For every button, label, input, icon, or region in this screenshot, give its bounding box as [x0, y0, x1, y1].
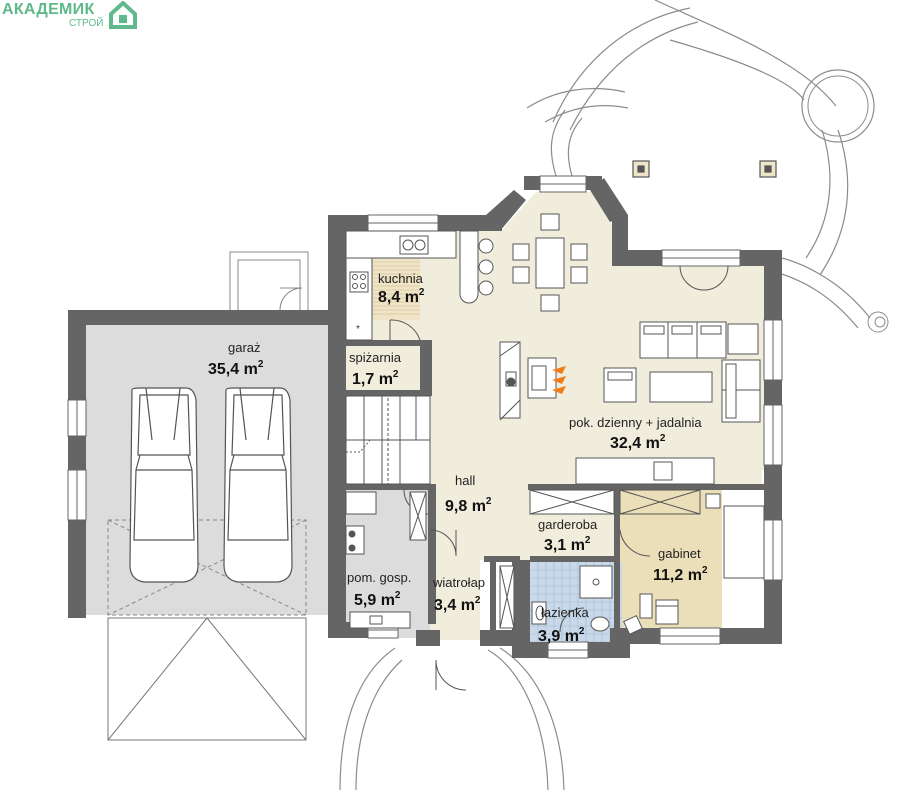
room-area-wiatrolap: 3,4 m2 — [434, 595, 481, 614]
area-sup: 2 — [660, 433, 666, 444]
door-swings — [389, 319, 651, 691]
room-area-pokoj: 32,4 m2 — [610, 433, 666, 452]
utility-fixtures — [345, 491, 411, 629]
terrace-circle — [801, 69, 889, 333]
area-value: 5,9 m — [354, 592, 395, 609]
room-name-hall: hall — [455, 473, 475, 488]
living-floor — [346, 192, 768, 640]
room-area-gabinet: 11,2 m2 — [653, 565, 708, 584]
area-sup: 2 — [475, 595, 481, 606]
area-sup: 2 — [579, 626, 585, 637]
dining-set — [512, 213, 588, 312]
logo: АКАДЕМИК СТРОЙ — [0, 0, 150, 34]
room-area-kuchnia: 8,4 m2 — [378, 287, 425, 306]
area-value: 3,1 m — [544, 537, 585, 554]
gabinet-furniture — [623, 493, 765, 635]
room-area-pom-gosp: 5,9 m2 — [354, 590, 401, 609]
side-porch — [229, 251, 309, 311]
car-left — [129, 387, 199, 583]
garage-driveway — [107, 617, 307, 741]
room-area-garderoba: 3,1 m2 — [544, 535, 591, 554]
room-labels: garaż 35,4 m2 kuchnia 8,4 m2 spiżarnia 1… — [208, 271, 708, 645]
house-logo-icon — [109, 1, 137, 29]
bathroom-fixtures — [531, 565, 613, 632]
svg-text:*: * — [356, 324, 360, 335]
garden-lamps — [632, 160, 777, 178]
area-sup: 2 — [393, 369, 399, 380]
area-sup: 2 — [585, 535, 591, 546]
fireplace-flames — [552, 366, 566, 394]
area-value: 9,8 m — [445, 498, 486, 515]
area-value: 32,4 m — [610, 435, 660, 452]
room-name-pokoj: pok. dzienny + jadalnia — [569, 415, 702, 430]
room-name-lazienka: łazienka — [541, 605, 589, 620]
area-value: 3,4 m — [434, 597, 475, 614]
area-sup: 2 — [702, 565, 708, 576]
kitchen-furniture: * — [345, 230, 494, 341]
room-area-lazienka: 3,9 m2 — [538, 626, 585, 645]
windows — [67, 175, 783, 659]
room-name-wiatrolap: wiatrołap — [432, 575, 485, 590]
area-value: 1,7 m — [352, 371, 393, 388]
area-value: 11,2 m — [653, 567, 702, 584]
area-value: 35,4 m — [208, 361, 258, 378]
living-furniture — [575, 265, 761, 485]
room-name-kuchnia: kuchnia — [378, 271, 424, 286]
room-name-pom-gosp: pom. gosp. — [347, 570, 411, 585]
room-name-spizarnia: spiżarnia — [349, 350, 402, 365]
room-name-gabinet: gabinet — [658, 546, 701, 561]
kitchen-floor-lines — [372, 261, 420, 315]
car-right — [223, 387, 293, 583]
area-sup: 2 — [486, 496, 492, 507]
room-area-spizarnia: 1,7 m2 — [352, 369, 399, 388]
fireplace — [499, 341, 557, 421]
stairs — [345, 395, 431, 485]
area-sup: 2 — [419, 287, 425, 298]
area-sup: 2 — [395, 590, 401, 601]
area-value: 8,4 m — [378, 289, 419, 306]
logo-main-text: АКАДЕМИК — [2, 1, 95, 18]
area-sup: 2 — [258, 359, 264, 370]
room-area-garaz: 35,4 m2 — [208, 359, 264, 378]
room-area-hall: 9,8 m2 — [445, 496, 492, 515]
wardrobes — [409, 489, 701, 629]
room-name-garaz: garaż — [228, 340, 261, 355]
terrace-arcs — [339, 0, 871, 791]
logo-sub-text: СТРОЙ — [69, 18, 104, 29]
room-name-garderoba: garderoba — [538, 517, 598, 532]
area-value: 3,9 m — [538, 628, 579, 645]
